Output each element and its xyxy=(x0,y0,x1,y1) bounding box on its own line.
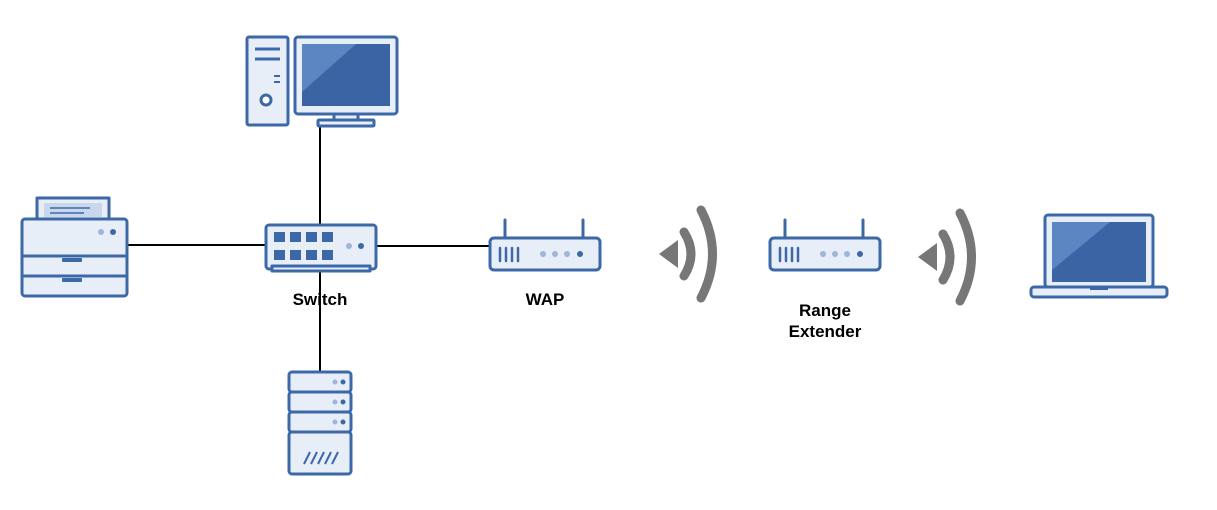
laptop-icon xyxy=(1029,213,1169,299)
range-extender-label-line2: Extender xyxy=(788,322,862,341)
wireless-signal-icon xyxy=(659,205,717,303)
range-extender-icon xyxy=(768,218,882,272)
server-icon xyxy=(287,370,353,476)
cables xyxy=(127,126,490,372)
network-switch-icon xyxy=(264,223,378,273)
wap-label: WAP xyxy=(525,290,565,309)
desktop-computer-icon xyxy=(245,35,399,128)
switch-ports xyxy=(274,232,333,260)
switch-label: Switch xyxy=(292,290,348,309)
wireless-signal-icon xyxy=(918,208,976,306)
printer-icon xyxy=(20,196,129,298)
wireless-access-point-icon xyxy=(488,218,602,272)
range-extender-label-line1: Range xyxy=(799,301,851,320)
